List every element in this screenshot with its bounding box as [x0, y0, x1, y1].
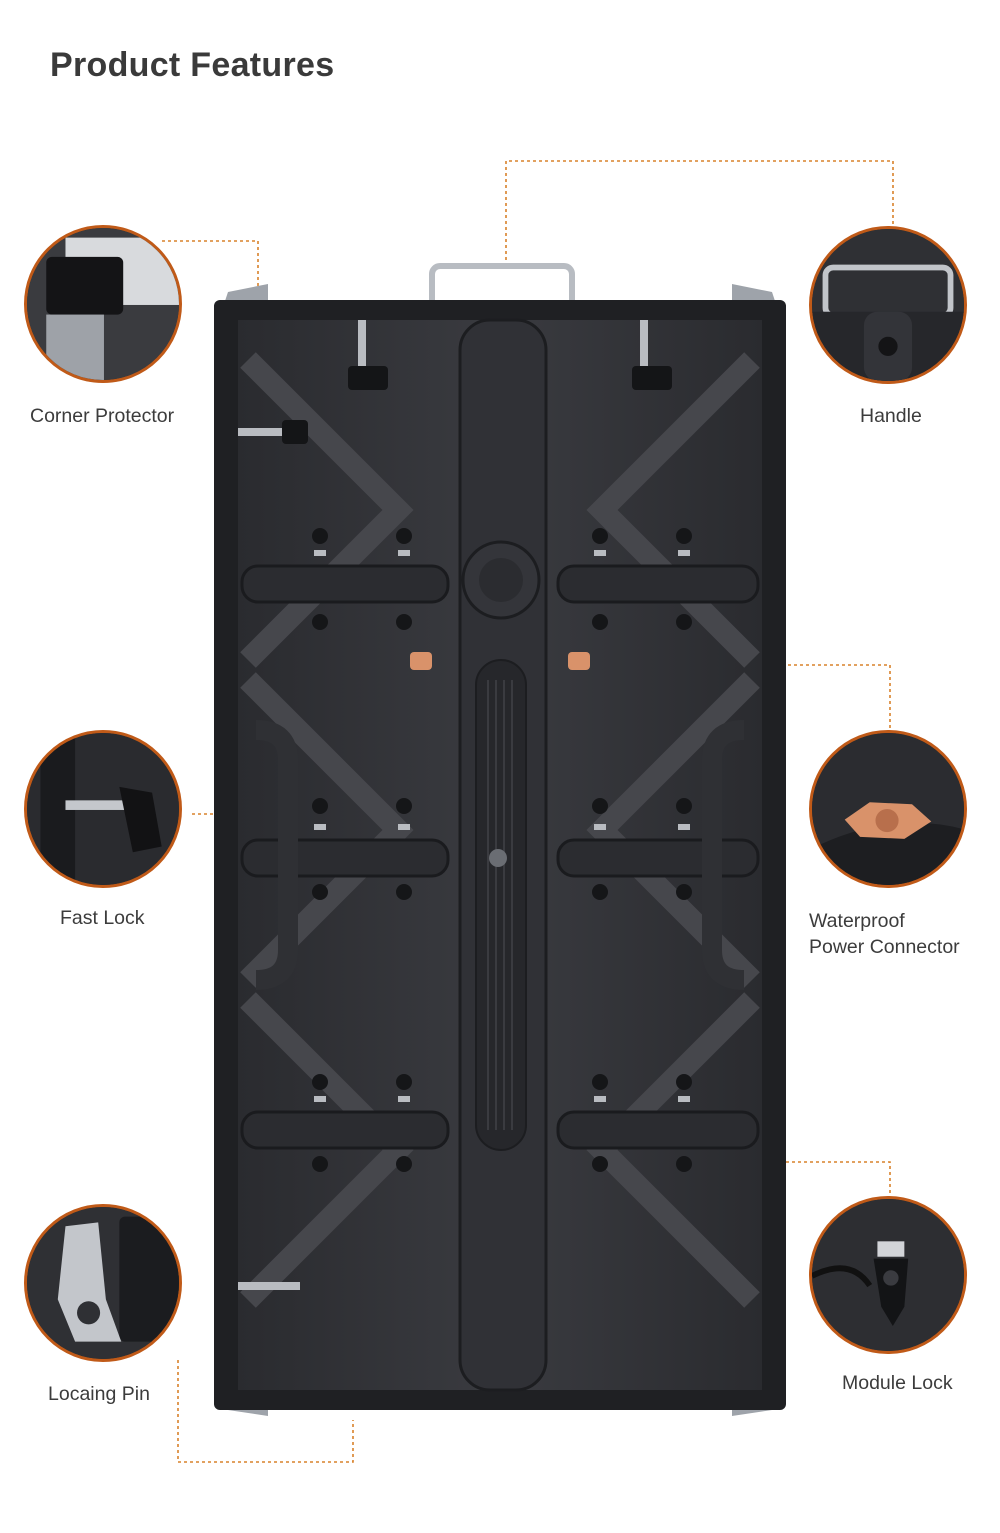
- module-lock-image: [809, 1196, 967, 1354]
- waterproof-power-connector-label: Waterproof Power Connector: [809, 908, 960, 960]
- corner-protector-image: [24, 225, 182, 383]
- waterproof-power-connector-image: [809, 730, 967, 888]
- fast-lock-label: Fast Lock: [60, 907, 145, 929]
- page-title: Product Features: [50, 46, 335, 84]
- led-cabinet-image: [214, 263, 786, 1416]
- handle-image: [809, 226, 967, 384]
- module-lock-label: Module Lock: [842, 1372, 953, 1394]
- waterproof-label-line1: Waterproof: [809, 910, 905, 932]
- waterproof-label-line2: Power Connector: [809, 936, 960, 958]
- fast-lock-image: [24, 730, 182, 888]
- corner-protector-label: Corner Protector: [30, 405, 175, 427]
- locating-pin-label: Locaing Pin: [48, 1383, 150, 1405]
- handle-label: Handle: [860, 405, 922, 427]
- locating-pin-image: [24, 1204, 182, 1362]
